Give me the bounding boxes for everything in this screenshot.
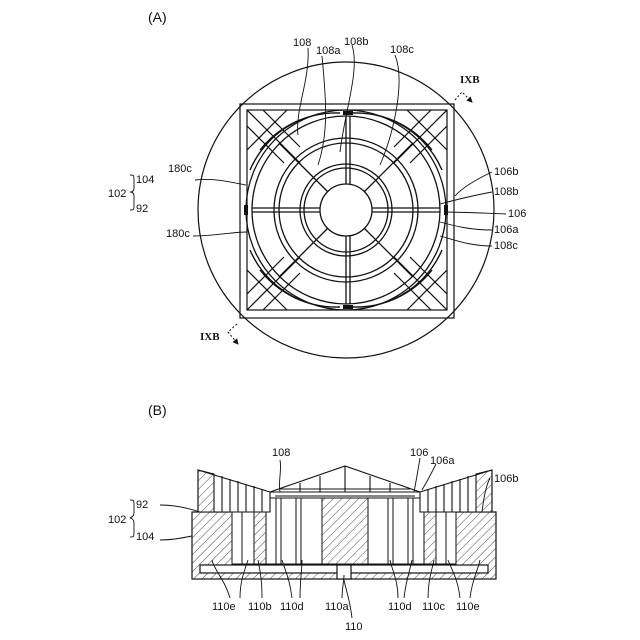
dome-cover	[270, 466, 420, 496]
label-108a: 108a	[316, 45, 341, 57]
label-104-b: 104	[136, 531, 154, 543]
label-108b-top: 108b	[344, 36, 368, 48]
label-110d-right: 110d	[388, 601, 412, 613]
label-106a-b: 106a	[430, 455, 455, 467]
label-180c-lower: 180c	[166, 228, 190, 240]
panel-label-a: (A)	[148, 9, 167, 25]
square-frame	[240, 104, 454, 318]
label-106-a: 106	[508, 208, 526, 220]
left-wedge	[198, 470, 270, 512]
label-102-b: 102	[108, 514, 126, 526]
label-110a: 110a	[325, 601, 350, 613]
label-110b: 110b	[248, 601, 272, 613]
panel-label-b: (B)	[148, 402, 167, 418]
label-106b-a: 106b	[494, 166, 518, 178]
label-ixb-bottom: IXB	[200, 331, 220, 343]
label-108: 108	[293, 37, 311, 49]
label-ixb-top: IXB	[460, 74, 480, 86]
label-106-b: 106	[410, 447, 428, 459]
label-92-b: 92	[136, 499, 148, 511]
label-110e-right: 110e	[456, 601, 480, 613]
label-108-b: 108	[272, 447, 290, 459]
label-110c: 110c	[422, 601, 446, 613]
label-92-a: 92	[136, 203, 148, 215]
label-104-a: 104	[136, 174, 154, 186]
figure-b: (B)	[108, 402, 518, 633]
figure-a: (A)	[108, 9, 526, 358]
label-108c-right: 108c	[494, 240, 518, 252]
label-110e-left: 110e	[212, 601, 236, 613]
right-wedge	[420, 470, 492, 512]
leader-lines-a	[130, 45, 506, 246]
label-102-a: 102	[108, 188, 126, 200]
label-108b-right: 108b	[494, 186, 518, 198]
label-106a-a: 106a	[494, 224, 519, 236]
label-106b-b: 106b	[494, 473, 518, 485]
label-180c-upper: 180c	[168, 163, 192, 175]
label-110d-left: 110d	[280, 601, 304, 613]
label-110: 110	[345, 621, 363, 633]
spokes	[252, 116, 440, 304]
label-108c-top: 108c	[390, 44, 414, 56]
housing-circle	[198, 62, 494, 358]
